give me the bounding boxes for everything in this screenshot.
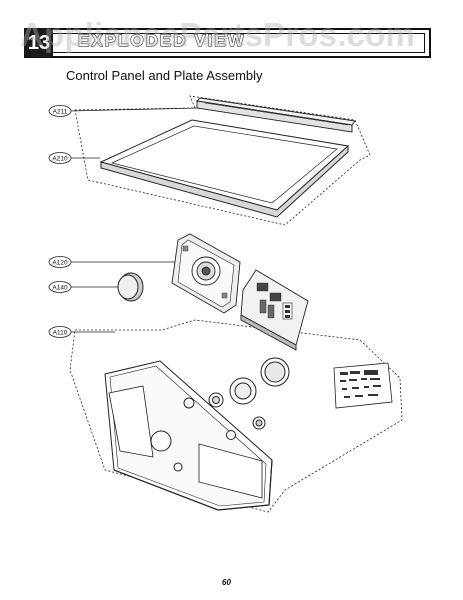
part-label-a120: A120 <box>48 256 72 268</box>
part-label-a140-text: A140 <box>52 285 68 292</box>
part-label-a140: A140 <box>48 281 72 293</box>
part-label-a120-text: A120 <box>52 260 68 267</box>
part-label-a110-text: A110 <box>53 330 68 337</box>
plate-frame-a210 <box>99 119 350 218</box>
section-number-badge: 13 <box>25 29 53 57</box>
part-label-a110: A110 <box>48 326 72 338</box>
knob-a140 <box>117 272 144 302</box>
part-label-a211: A211 <box>48 105 72 117</box>
header-frame <box>24 28 431 58</box>
plate-assembly-outline <box>74 95 371 226</box>
part-label-a210-text: A210 <box>52 156 68 163</box>
control-panel-a110 <box>104 357 393 511</box>
control-bracket-a120 <box>171 233 241 314</box>
part-label-a211-text: A211 <box>53 109 68 116</box>
top-rail-a211 <box>196 97 356 133</box>
page-number: 60 <box>222 578 231 587</box>
part-label-a210: A210 <box>48 152 72 164</box>
control-pcb <box>240 269 309 351</box>
header-title: EXPLODED VIEW <box>78 31 246 51</box>
watermark: AppliancePartsPros.com <box>20 16 416 53</box>
diagram-subtitle: Control Panel and Plate Assembly <box>66 68 263 83</box>
leader-line-a211 <box>69 107 199 112</box>
control-panel-outline <box>69 319 403 513</box>
